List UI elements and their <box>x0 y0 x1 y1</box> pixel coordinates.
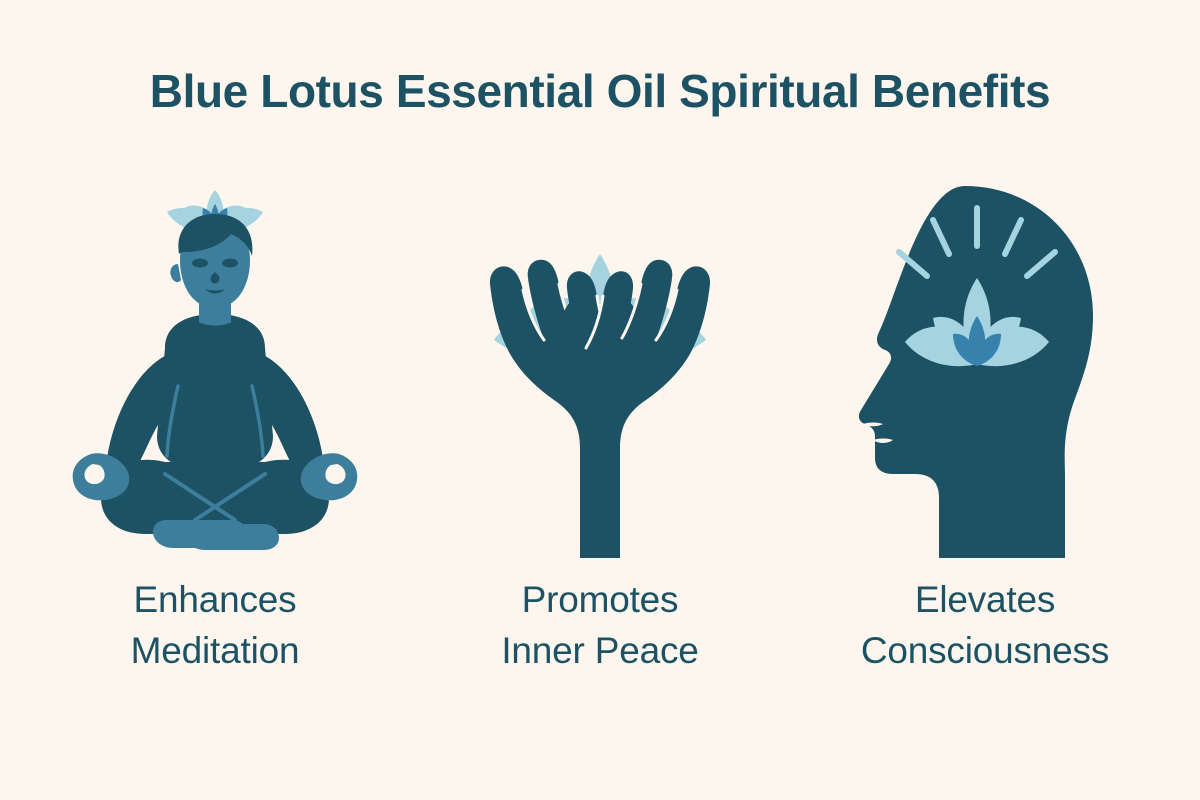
benefit-label-line-1: Elevates <box>914 579 1056 620</box>
benefit-label-line-1: Enhances <box>133 579 297 620</box>
benefit-label-promotes-inner-peace: Promotes Inner Peace <box>501 574 699 676</box>
mudra-hand-left <box>72 453 130 501</box>
mudra-hand-right <box>300 453 358 501</box>
benefit-card-elevates-consciousness: Elevates Consciousness <box>800 168 1170 676</box>
meditating-person-with-lotus-icon <box>30 168 400 558</box>
head-silhouette <box>858 186 1093 558</box>
benefit-label-line-2: Inner Peace <box>501 630 699 672</box>
radiating-rays-icon <box>896 205 1058 279</box>
lotus-brain-icon <box>905 278 1049 367</box>
benefit-card-enhances-meditation: Enhances Meditation <box>30 168 400 676</box>
hand-right <box>561 259 711 558</box>
benefit-label-line-1: Promotes <box>521 579 679 620</box>
benefit-label-line-2: Meditation <box>130 630 300 672</box>
benefit-label-line-2: Consciousness <box>860 630 1110 672</box>
cupped-hands-holding-lotus-icon <box>415 168 785 558</box>
benefit-label-elevates-consciousness: Elevates Consciousness <box>860 574 1110 676</box>
head-profile-with-lotus-icon <box>800 168 1170 558</box>
benefit-label-enhances-meditation: Enhances Meditation <box>131 574 300 676</box>
benefits-row: Enhances Meditation <box>0 168 1200 688</box>
benefit-card-promotes-inner-peace: Promotes Inner Peace <box>415 168 785 676</box>
page-title: Blue Lotus Essential Oil Spiritual Benef… <box>149 65 1051 117</box>
